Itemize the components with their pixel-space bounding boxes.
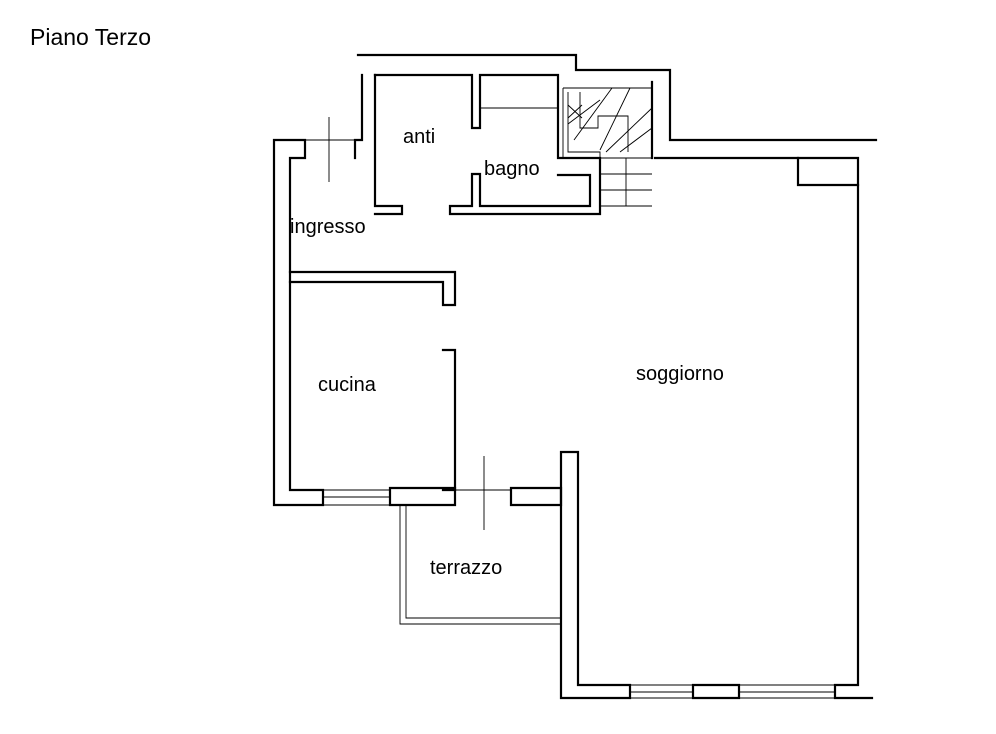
room-label-anti: anti xyxy=(403,126,435,148)
room-label-bagno: bagno xyxy=(484,158,540,180)
room-label-cucina: cucina xyxy=(318,374,377,396)
door-markers xyxy=(305,107,558,530)
terrace-railing xyxy=(399,505,561,625)
windows xyxy=(323,489,835,699)
interior-walls xyxy=(288,73,602,492)
plan-title: Piano Terzo xyxy=(30,24,152,50)
room-label-terrazzo: terrazzo xyxy=(430,557,502,579)
staircase xyxy=(562,87,653,207)
room-label-ingresso: ingresso xyxy=(290,216,366,238)
room-label-soggiorno: soggiorno xyxy=(636,363,724,385)
